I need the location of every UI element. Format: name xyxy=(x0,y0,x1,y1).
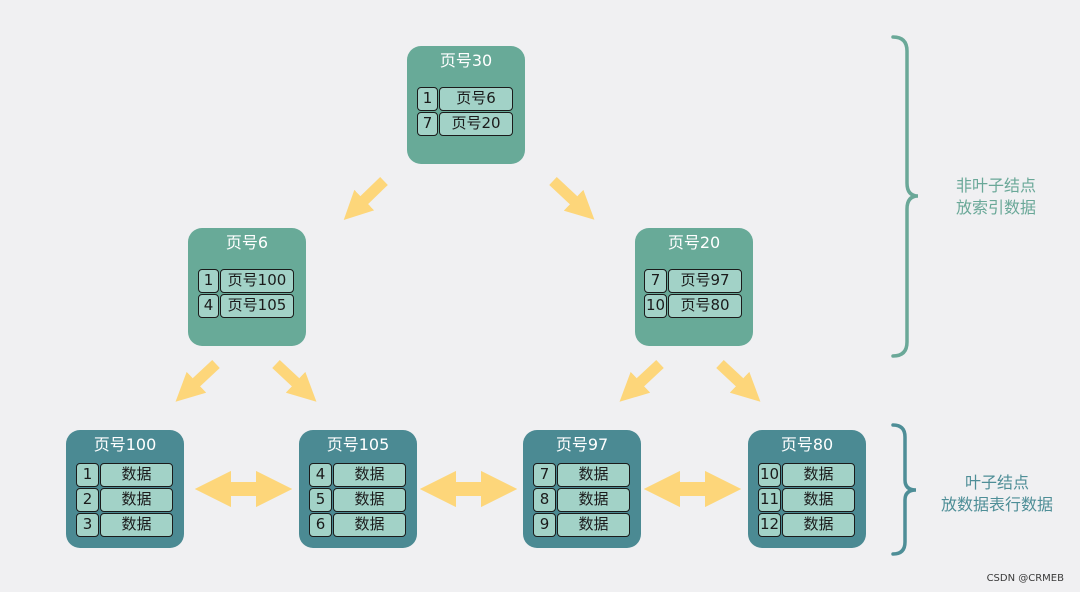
entry-row: 11 数据 xyxy=(758,488,855,512)
entry-row: 4 数据 xyxy=(309,463,406,487)
entry-key: 10 xyxy=(644,294,667,318)
entry-row: 12 数据 xyxy=(758,513,855,537)
entry-key: 9 xyxy=(533,513,556,537)
entry-row: 1 页号6 xyxy=(417,87,513,111)
arrow-right-to-leaf80 xyxy=(716,359,761,402)
entry-row: 5 数据 xyxy=(309,488,406,512)
node-leaf-page97: 页号97 7 数据 8 数据 9 数据 xyxy=(523,430,641,548)
entry-value: 数据 xyxy=(100,488,173,512)
entry-value: 页号6 xyxy=(439,87,513,111)
entry-key: 11 xyxy=(758,488,781,512)
node-title: 页号100 xyxy=(93,435,157,454)
entry-value: 数据 xyxy=(782,463,855,487)
node-title: 页号105 xyxy=(326,435,390,454)
entry-key: 8 xyxy=(533,488,556,512)
entry-value: 页号20 xyxy=(439,112,513,136)
entry-value: 数据 xyxy=(333,463,406,487)
entry-value: 数据 xyxy=(782,513,855,537)
entry-row: 3 数据 xyxy=(76,513,173,537)
entry-row: 1 数据 xyxy=(76,463,173,487)
entry-value: 数据 xyxy=(782,488,855,512)
entry-row: 7 页号20 xyxy=(417,112,513,136)
entry-row: 8 数据 xyxy=(533,488,630,512)
node-leaf-page80: 页号80 10 数据 11 数据 12 数据 xyxy=(748,430,866,548)
entry-value: 页号105 xyxy=(220,294,294,318)
entry-value: 数据 xyxy=(557,463,630,487)
entry-key: 7 xyxy=(533,463,556,487)
non-leaf-label-line1: 非叶子结点 xyxy=(955,176,1036,195)
entry-value: 数据 xyxy=(333,488,406,512)
entry-key: 4 xyxy=(198,294,219,318)
entry-key: 1 xyxy=(76,463,99,487)
node-title: 页号97 xyxy=(555,435,609,454)
entry-key: 5 xyxy=(309,488,332,512)
bracket-leaf xyxy=(891,423,917,556)
entry-row: 2 数据 xyxy=(76,488,173,512)
entry-row: 6 数据 xyxy=(309,513,406,537)
non-leaf-label: 非叶子结点 放索引数据 xyxy=(916,175,1076,219)
entry-key: 1 xyxy=(198,269,219,293)
entry-key: 12 xyxy=(758,513,781,537)
node-title: 页号80 xyxy=(780,435,834,454)
entry-row: 7 页号97 xyxy=(644,269,742,293)
node-title: 页号20 xyxy=(667,233,721,252)
node-title: 页号30 xyxy=(439,51,493,70)
entry-key: 4 xyxy=(309,463,332,487)
entry-row: 10 页号80 xyxy=(644,294,742,318)
arrow-left-to-leaf100 xyxy=(175,359,220,402)
entry-key: 3 xyxy=(76,513,99,537)
node-root-page30: 页号30 1 页号6 7 页号20 xyxy=(407,46,525,164)
entry-key: 1 xyxy=(417,87,438,111)
entry-value: 数据 xyxy=(333,513,406,537)
leaf-label: 叶子结点 放数据表行数据 xyxy=(917,472,1077,516)
entry-row: 10 数据 xyxy=(758,463,855,487)
arrow-root-to-left xyxy=(343,177,388,220)
entry-value: 数据 xyxy=(557,513,630,537)
entry-key: 6 xyxy=(309,513,332,537)
entry-key: 7 xyxy=(417,112,438,136)
entry-value: 数据 xyxy=(557,488,630,512)
entry-row: 4 页号105 xyxy=(198,294,294,318)
node-inner-page6: 页号6 1 页号100 4 页号105 xyxy=(188,228,306,346)
node-inner-page20: 页号20 7 页号97 10 页号80 xyxy=(635,228,753,346)
arrow-root-to-right xyxy=(549,176,595,220)
entry-value: 页号97 xyxy=(668,269,742,293)
entry-value: 页号80 xyxy=(668,294,742,318)
entry-key: 2 xyxy=(76,488,99,512)
entry-value: 页号100 xyxy=(220,269,294,293)
entry-row: 1 页号100 xyxy=(198,269,294,293)
arrow-left-to-leaf105 xyxy=(272,359,317,402)
watermark: CSDN @CRMEB xyxy=(986,573,1064,584)
node-leaf-page100: 页号100 1 数据 2 数据 3 数据 xyxy=(66,430,184,548)
entry-key: 7 xyxy=(644,269,667,293)
arrow-right-to-leaf97 xyxy=(619,359,664,402)
non-leaf-label-line2: 放索引数据 xyxy=(955,198,1036,217)
leaf-label-line2: 放数据表行数据 xyxy=(940,495,1053,514)
entry-value: 数据 xyxy=(100,463,173,487)
node-title: 页号6 xyxy=(225,233,269,252)
bracket-non-leaf xyxy=(891,35,919,358)
entry-key: 10 xyxy=(758,463,781,487)
node-leaf-page105: 页号105 4 数据 5 数据 6 数据 xyxy=(299,430,417,548)
entry-row: 7 数据 xyxy=(533,463,630,487)
entry-value: 数据 xyxy=(100,513,173,537)
entry-row: 9 数据 xyxy=(533,513,630,537)
leaf-label-line1: 叶子结点 xyxy=(964,473,1029,492)
